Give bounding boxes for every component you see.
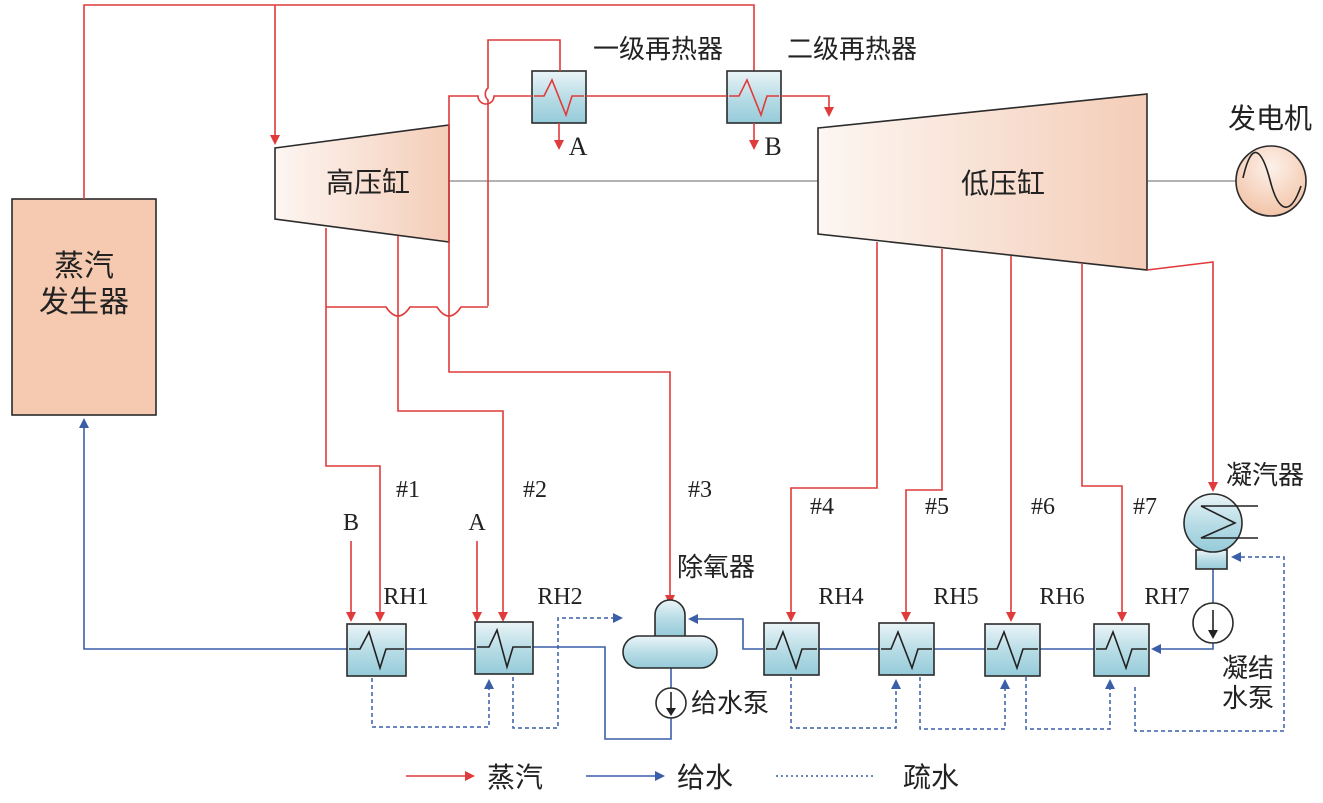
- condenser-label: 凝汽器: [1226, 461, 1304, 491]
- heater-rh7: RH7: [1093, 584, 1190, 677]
- sine-wave-icon: [1242, 151, 1302, 208]
- heater-rh6-label: RH6: [1039, 584, 1084, 610]
- condensate-pump: 凝结 水泵: [1192, 602, 1274, 714]
- heater-inlet-b-label: B: [343, 510, 359, 536]
- condenser: 凝汽器: [1183, 461, 1304, 570]
- reheater-2: 二级再热器: [726, 35, 917, 124]
- extraction-2-label: #2: [523, 477, 547, 503]
- condensate-pump-label-line1: 凝结: [1222, 654, 1274, 684]
- heater-rh1: RH1: [346, 584, 429, 677]
- lp-extraction-lines: #4 #5 #6 #7: [786, 242, 1218, 622]
- heater-rh6: RH6: [984, 584, 1085, 677]
- heater-rh4-label: RH4: [818, 584, 863, 610]
- legend-item-feedwater: 给水: [586, 761, 733, 794]
- deaerator-label: 除氧器: [677, 553, 755, 583]
- extraction-1-label: #1: [396, 477, 420, 503]
- lp-cylinder-label: 低压缸: [961, 167, 1045, 200]
- legend-feedwater-label: 给水: [677, 761, 733, 794]
- reheater-2-drain-label: B: [764, 132, 781, 161]
- legend-steam-label: 蒸汽: [487, 761, 543, 794]
- reheater-2-label: 二级再热器: [787, 35, 917, 65]
- heater-rh7-label: RH7: [1144, 584, 1189, 610]
- feed-pump-label: 给水泵: [691, 689, 769, 719]
- steam-generator-label-line1: 蒸汽: [54, 249, 114, 284]
- heater-rh5-label: RH5: [933, 584, 978, 610]
- heater-rh4: RH4: [763, 584, 864, 676]
- heater-rh2-label: RH2: [537, 584, 582, 610]
- drain-lines: [371, 552, 1285, 732]
- legend-drain-label: 疏水: [903, 761, 959, 794]
- feedwater-lines: [79, 418, 1214, 740]
- steam-generator-label-line2: 发生器: [39, 285, 129, 320]
- reheater-1-label: 一级再热器: [593, 35, 723, 65]
- lp-cylinder: 低压缸: [817, 93, 1148, 271]
- heater-rh1-label: RH1: [383, 584, 428, 610]
- extraction-5-label: #5: [925, 494, 949, 520]
- legend-item-drain: 疏水: [776, 761, 959, 794]
- heater-rh2: RH2: [474, 584, 583, 675]
- pump-arrow-icon: [666, 708, 676, 716]
- legend: 蒸汽 给水 疏水: [406, 761, 959, 794]
- hp-cylinder-label: 高压缸: [326, 166, 410, 199]
- heater-inlet-a-label: A: [468, 510, 486, 536]
- generator: 发电机: [1228, 102, 1312, 217]
- extraction-3-label: #3: [688, 477, 712, 503]
- extraction-7-label: #7: [1133, 494, 1157, 520]
- extraction-6-label: #6: [1031, 494, 1055, 520]
- extraction-4-label: #4: [810, 494, 834, 520]
- steam-generator: 蒸汽 发生器: [11, 198, 157, 416]
- hp-extraction-lines: B A #1 #2 #3: [325, 228, 712, 622]
- main-steam-lines: [83, 4, 755, 199]
- reheater-1-drain-label: A: [569, 132, 588, 161]
- generator-label: 发电机: [1228, 102, 1312, 135]
- deaerator: 除氧器: [622, 553, 755, 669]
- reheat-steam-path: A B: [448, 39, 834, 306]
- condensate-pump-label-line2: 水泵: [1222, 684, 1274, 714]
- pump-arrow-icon: [1208, 630, 1218, 639]
- legend-item-steam: 蒸汽: [406, 761, 543, 794]
- feed-pump: 给水泵: [655, 687, 769, 719]
- hp-cylinder: 高压缸: [274, 124, 450, 243]
- heater-rh5: RH5: [878, 584, 979, 676]
